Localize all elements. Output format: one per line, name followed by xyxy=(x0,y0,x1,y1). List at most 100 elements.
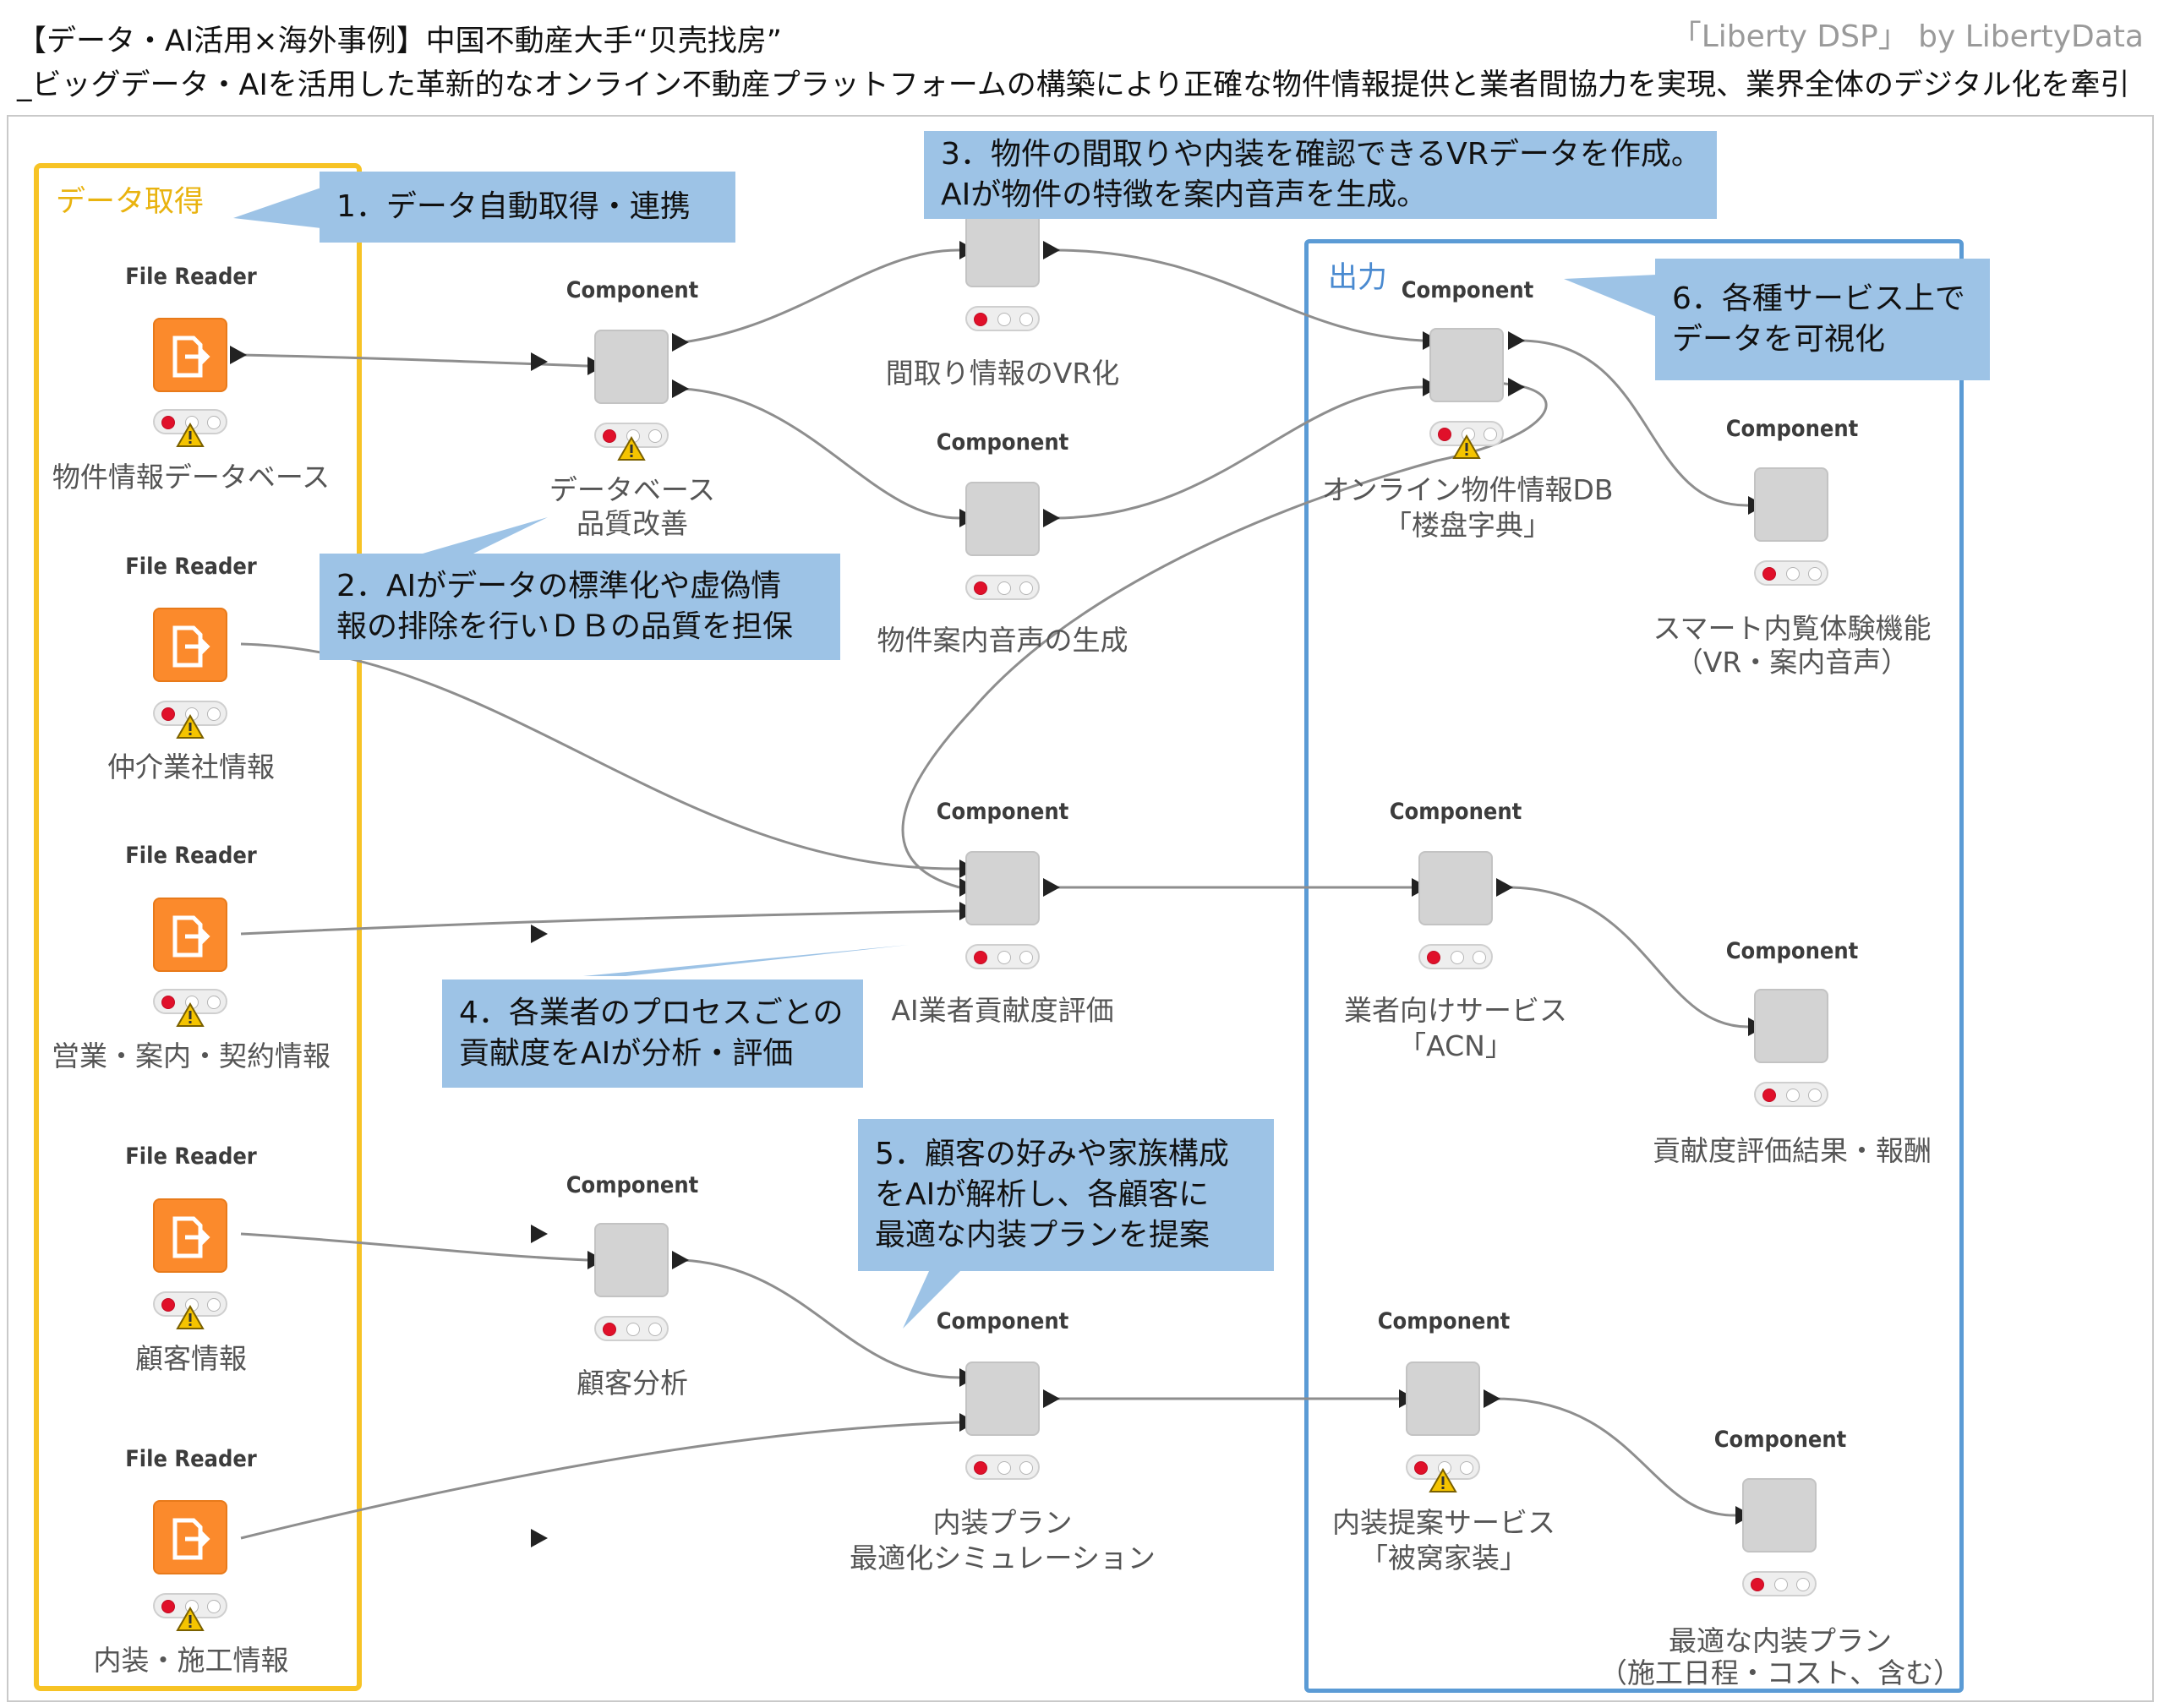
callout-line: 貢献度をAIが分析・評価 xyxy=(459,1036,794,1071)
file-reader-icon[interactable] xyxy=(153,318,227,392)
component-box[interactable] xyxy=(1754,989,1828,1063)
status-lights xyxy=(1754,560,1828,586)
output-port-icon[interactable] xyxy=(1043,241,1060,259)
diagram-frame xyxy=(7,115,2154,1702)
status-lights xyxy=(1742,1571,1817,1596)
warning-icon xyxy=(176,1305,205,1329)
callout-line: 1．データ自動取得・連携 xyxy=(336,189,691,224)
node-label: AI業者貢献度評価 xyxy=(891,994,1114,1027)
file-reader-icon[interactable] xyxy=(153,898,227,972)
node-type-label: Component xyxy=(1713,1427,1847,1453)
output-port-icon[interactable] xyxy=(1043,1389,1060,1408)
node-label-line2: 品質改善 xyxy=(577,507,688,540)
callout-1: 1．データ自動取得・連携 xyxy=(320,172,735,243)
output-port-icon[interactable] xyxy=(1043,878,1060,897)
connection-line xyxy=(901,381,1548,889)
node-type-label: Component xyxy=(1401,277,1534,303)
node-type-label: Component xyxy=(566,277,699,303)
callout-line: 6．各種サービス上で xyxy=(1672,281,1965,316)
node-label-line2: （施工日程・コスト、含む） xyxy=(1598,1656,1962,1689)
callout-4: 4．各業者のプロセスごとの 貢献度をAIが分析・評価 xyxy=(442,980,863,1088)
warning-icon xyxy=(176,714,205,739)
output-port-icon[interactable] xyxy=(1496,878,1513,897)
status-lights xyxy=(594,1316,669,1341)
warning-icon xyxy=(1429,1468,1457,1492)
node-label: 貢献度評価結果・報酬 xyxy=(1653,1134,1932,1167)
output-label: 出力 xyxy=(1328,261,1388,295)
connection-line xyxy=(240,642,960,870)
node-type-label: File Reader xyxy=(125,843,257,869)
node-label-line1: 内装プラン xyxy=(932,1506,1073,1539)
node-label-line1: オンライン物件情報DB xyxy=(1321,473,1614,506)
callout-5: 5．顧客の好みや家族構成 をAIが解析し、各顧客に 最適な内装プランを提案 xyxy=(858,1119,1274,1271)
connection-line xyxy=(240,1421,960,1540)
callout-line: 2．AIがデータの標準化や虚偽情 xyxy=(336,569,782,603)
node-label: 内装・施工情報 xyxy=(93,1644,289,1677)
output-port-icon[interactable] xyxy=(1508,331,1525,350)
component-box[interactable] xyxy=(1406,1361,1480,1436)
warning-icon xyxy=(176,1002,205,1027)
output-port-icon[interactable] xyxy=(1508,378,1525,396)
node-label-line2: 「ACN」 xyxy=(1398,1029,1513,1062)
node-type-label: File Reader xyxy=(125,1446,257,1472)
component-box[interactable] xyxy=(965,1361,1040,1436)
status-lights xyxy=(965,1454,1040,1480)
node-label: 営業・案内・契約情報 xyxy=(52,1040,331,1072)
node-label: 物件案内音声の生成 xyxy=(877,624,1128,657)
callout-line: データを可視化 xyxy=(1672,322,1886,357)
component-box[interactable] xyxy=(965,482,1040,556)
component-box[interactable] xyxy=(1742,1478,1817,1552)
data-acquisition-label: データ取得 xyxy=(56,185,205,219)
status-lights xyxy=(965,306,1040,331)
output-port-icon[interactable] xyxy=(1043,509,1060,527)
output-port-icon[interactable] xyxy=(531,1225,548,1243)
callout-2: 2．AIがデータの標準化や虚偽情 報の排除を行いＤＢの品質を担保 xyxy=(320,554,840,660)
file-reader-icon[interactable] xyxy=(153,1500,227,1574)
callout-line: 3．物件の間取りや内装を確認できるVRデータを作成。 xyxy=(941,137,1702,172)
node-type-label: Component xyxy=(936,429,1069,456)
component-box[interactable] xyxy=(965,851,1040,925)
connection-line xyxy=(1518,339,1749,507)
connection-line xyxy=(682,248,960,344)
node-type-label: File Reader xyxy=(125,554,257,580)
node-type-label: File Reader xyxy=(125,1143,257,1170)
file-reader-icon[interactable] xyxy=(153,1198,227,1273)
node-label-line2: （VR・案内音声） xyxy=(1675,646,1910,679)
output-group xyxy=(1304,239,1964,1693)
output-port-icon[interactable] xyxy=(531,352,548,371)
callout-line: 報の排除を行いＤＢの品質を担保 xyxy=(336,609,794,644)
component-box[interactable] xyxy=(594,1223,669,1297)
output-port-icon[interactable] xyxy=(672,1251,689,1269)
callout-line: をAIが解析し、各顧客に xyxy=(875,1177,1210,1212)
node-label: 仲介業社情報 xyxy=(107,750,275,783)
node-label-line1: 内装提案サービス xyxy=(1332,1506,1555,1539)
status-lights xyxy=(1418,944,1493,969)
node-label: 物件情報データベース xyxy=(52,461,331,494)
output-port-icon[interactable] xyxy=(230,346,247,364)
component-box[interactable] xyxy=(594,330,669,404)
component-box[interactable] xyxy=(1429,328,1504,402)
node-type-label: Component xyxy=(1389,799,1522,825)
component-box[interactable] xyxy=(1754,467,1828,542)
output-port-icon[interactable] xyxy=(672,333,689,352)
node-type-label: Component xyxy=(936,799,1069,825)
component-box[interactable] xyxy=(965,213,1040,287)
output-port-icon[interactable] xyxy=(672,379,689,398)
node-label-line1: 最適な内装プラン xyxy=(1669,1624,1892,1657)
callout-6: 6．各種サービス上で データを可視化 xyxy=(1655,259,1990,380)
connection-line xyxy=(1053,248,1424,342)
node-type-label: Component xyxy=(936,1308,1069,1334)
file-reader-icon[interactable] xyxy=(153,608,227,682)
status-lights xyxy=(965,944,1040,969)
output-port-icon[interactable] xyxy=(531,1529,548,1547)
output-port-icon[interactable] xyxy=(1484,1389,1500,1408)
component-box[interactable] xyxy=(1418,851,1493,925)
status-lights xyxy=(965,575,1040,600)
callout-3: 3．物件の間取りや内装を確認できるVRデータを作成。 AIが物件の特徴を案内音声… xyxy=(924,131,1717,219)
node-label-line2: 「被窝家装」 xyxy=(1360,1542,1527,1574)
connection-line xyxy=(1053,385,1424,520)
node-label-line2: 最適化シミュレーション xyxy=(850,1542,1156,1574)
output-port-icon[interactable] xyxy=(531,925,548,943)
connection-line xyxy=(1506,886,1749,1029)
node-type-label: File Reader xyxy=(125,264,257,290)
